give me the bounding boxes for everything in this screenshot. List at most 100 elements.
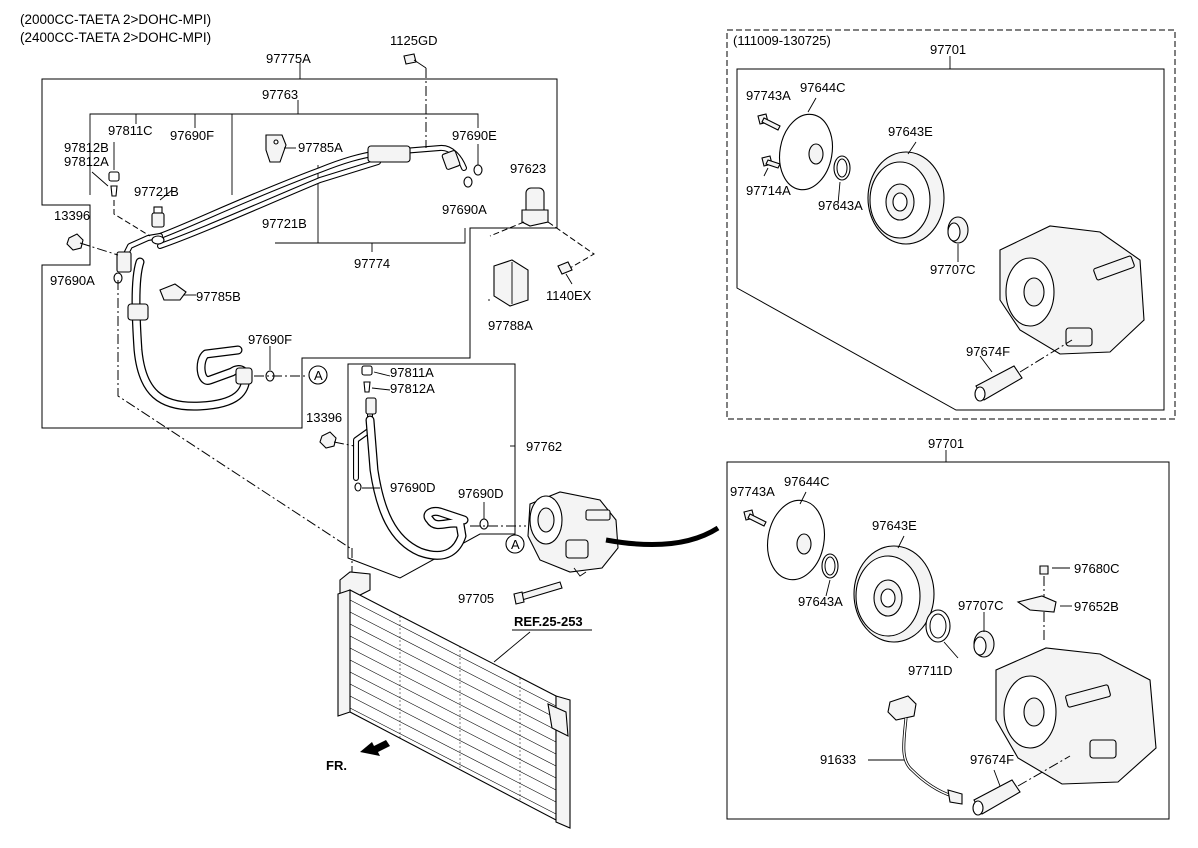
label-date-range: (111009-130725) <box>733 33 831 48</box>
label-97785B: 97785B <box>196 289 241 304</box>
r1-compressor <box>999 225 1145 355</box>
engine-variant-line-2: (2400CC-TAETA 2>DOHC-MPI) <box>20 30 211 45</box>
label-r1-97643E: 97643E <box>888 124 933 139</box>
label-97690A-left: 97690A <box>50 273 95 288</box>
label-97690F-low: 97690F <box>248 332 292 347</box>
r2-compressor <box>995 647 1157 785</box>
label-97762: 97762 <box>526 439 562 454</box>
label-r2-97743A: 97743A <box>730 484 775 499</box>
r1-pressure-switch-97674F <box>974 339 1073 402</box>
label-r2-97644C: 97644C <box>784 474 830 489</box>
engine-variant-line-1: (2000CC-TAETA 2>DOHC-MPI) <box>20 12 211 27</box>
compressor-kit-box-late <box>726 450 1170 820</box>
o-ring-97690E <box>473 144 483 176</box>
r2-snap-ring-97643A <box>821 553 839 579</box>
label-circle-A-top: A <box>314 368 323 383</box>
label-97721B-a: 97721B <box>134 184 179 199</box>
label-97812A-top: 97812A <box>64 154 109 169</box>
bolt-1125GD <box>403 53 427 148</box>
flexible-hose-97774 <box>116 233 253 411</box>
valve-core-97812 <box>91 171 151 237</box>
label-r1-97701: 97701 <box>930 42 966 57</box>
label-97721B-b: 97721B <box>262 216 307 231</box>
receiver-drier-97623 <box>489 187 595 269</box>
nut-13396-top <box>66 233 119 256</box>
bracket-97788A <box>493 259 529 307</box>
label-97690A-mid: 97690A <box>442 202 487 217</box>
r2-wire-harness-91633 <box>887 695 963 805</box>
front-direction-arrow <box>360 740 390 756</box>
r1-snap-ring-97643A <box>833 155 851 181</box>
label-97690D-b: 97690D <box>458 486 504 501</box>
suction-pipe-97763 <box>157 144 467 249</box>
ref-circle-A-low <box>505 534 525 554</box>
label-leaders <box>297 62 1072 787</box>
r2-bracket-97652B <box>1016 595 1057 613</box>
label-r2-97652B: 97652B <box>1074 599 1119 614</box>
label-97763: 97763 <box>262 87 298 102</box>
label-circle-A-low: A <box>511 537 520 552</box>
cap-97811C <box>108 142 120 182</box>
label-r2-97643A: 97643A <box>798 594 843 609</box>
label-97690F-top: 97690F <box>170 128 214 143</box>
label-r2-91633: 91633 <box>820 752 856 767</box>
r1-pulley-97643E <box>867 151 945 245</box>
label-97811A: 97811A <box>390 365 434 380</box>
sensor-97721B <box>151 189 173 245</box>
label-r2-97643E: 97643E <box>872 518 917 533</box>
r1-clutch-hub-97644C <box>779 113 833 191</box>
bolt-1140EX <box>557 261 573 285</box>
o-ring-97690F-low <box>254 346 308 382</box>
label-ref-25-253: REF.25-253 <box>514 614 583 629</box>
label-r1-97644C: 97644C <box>800 80 846 95</box>
label-97705: 97705 <box>458 591 494 606</box>
cap-97811A <box>361 365 373 376</box>
zoom-pointer-wedge <box>605 525 720 547</box>
bracket-97785A <box>265 134 296 163</box>
label-r1-97643A: 97643A <box>818 198 863 213</box>
label-97812A-low: 97812A <box>390 381 435 396</box>
hose-routing-line <box>117 280 351 549</box>
label-r1-97743A: 97743A <box>746 88 791 103</box>
nut-13396-low <box>319 431 355 449</box>
o-ring-97690D-b <box>470 502 526 530</box>
label-97788A: 97788A <box>488 318 533 333</box>
part-number-labels: 97775A 1125GD 97763 97811C 97690F 97812B… <box>50 33 1120 773</box>
r1-bolt-97743A <box>757 113 781 131</box>
label-97811C: 97811C <box>108 123 153 138</box>
bracket-97785B <box>159 283 196 301</box>
label-1125GD: 1125GD <box>390 33 437 48</box>
o-ring-97690A-mid <box>463 176 473 188</box>
r2-pulley-97643E <box>853 545 935 643</box>
discharge-hose-97762 <box>353 397 469 560</box>
label-1140EX: 1140EX <box>546 288 592 303</box>
label-front: FR. <box>326 758 347 773</box>
r2-clutch-hub-97644C <box>767 499 825 581</box>
r2-coil-97711D <box>925 609 951 643</box>
label-r1-97674F: 97674F <box>966 344 1010 359</box>
label-r2-97711D: 97711D <box>908 663 953 678</box>
ref-circle-A-top <box>308 365 328 385</box>
label-r1-97707C: 97707C <box>930 262 976 277</box>
label-r2-97701: 97701 <box>928 436 964 451</box>
label-97623: 97623 <box>510 161 546 176</box>
label-13396-low: 13396 <box>306 410 342 425</box>
valve-core-97812A-low <box>363 381 371 393</box>
label-97775A: 97775A <box>266 51 311 66</box>
label-97812B: 97812B <box>64 140 109 155</box>
r1-bolt-97714A <box>761 155 781 169</box>
label-97774: 97774 <box>354 256 390 271</box>
bolt-97705 <box>513 581 563 605</box>
label-r1-97714A: 97714A <box>746 183 791 198</box>
label-97690E: 97690E <box>452 128 497 143</box>
label-97785A: 97785A <box>298 140 343 155</box>
r2-bolt-97743A <box>743 509 767 527</box>
group-97762-box <box>347 363 516 579</box>
label-97690D-a: 97690D <box>390 480 436 495</box>
label-r2-97707C: 97707C <box>958 598 1004 613</box>
condenser <box>337 548 592 829</box>
r2-bearing-97707C <box>973 630 995 658</box>
compressor-main <box>527 491 619 577</box>
label-r2-97674F: 97674F <box>970 752 1014 767</box>
